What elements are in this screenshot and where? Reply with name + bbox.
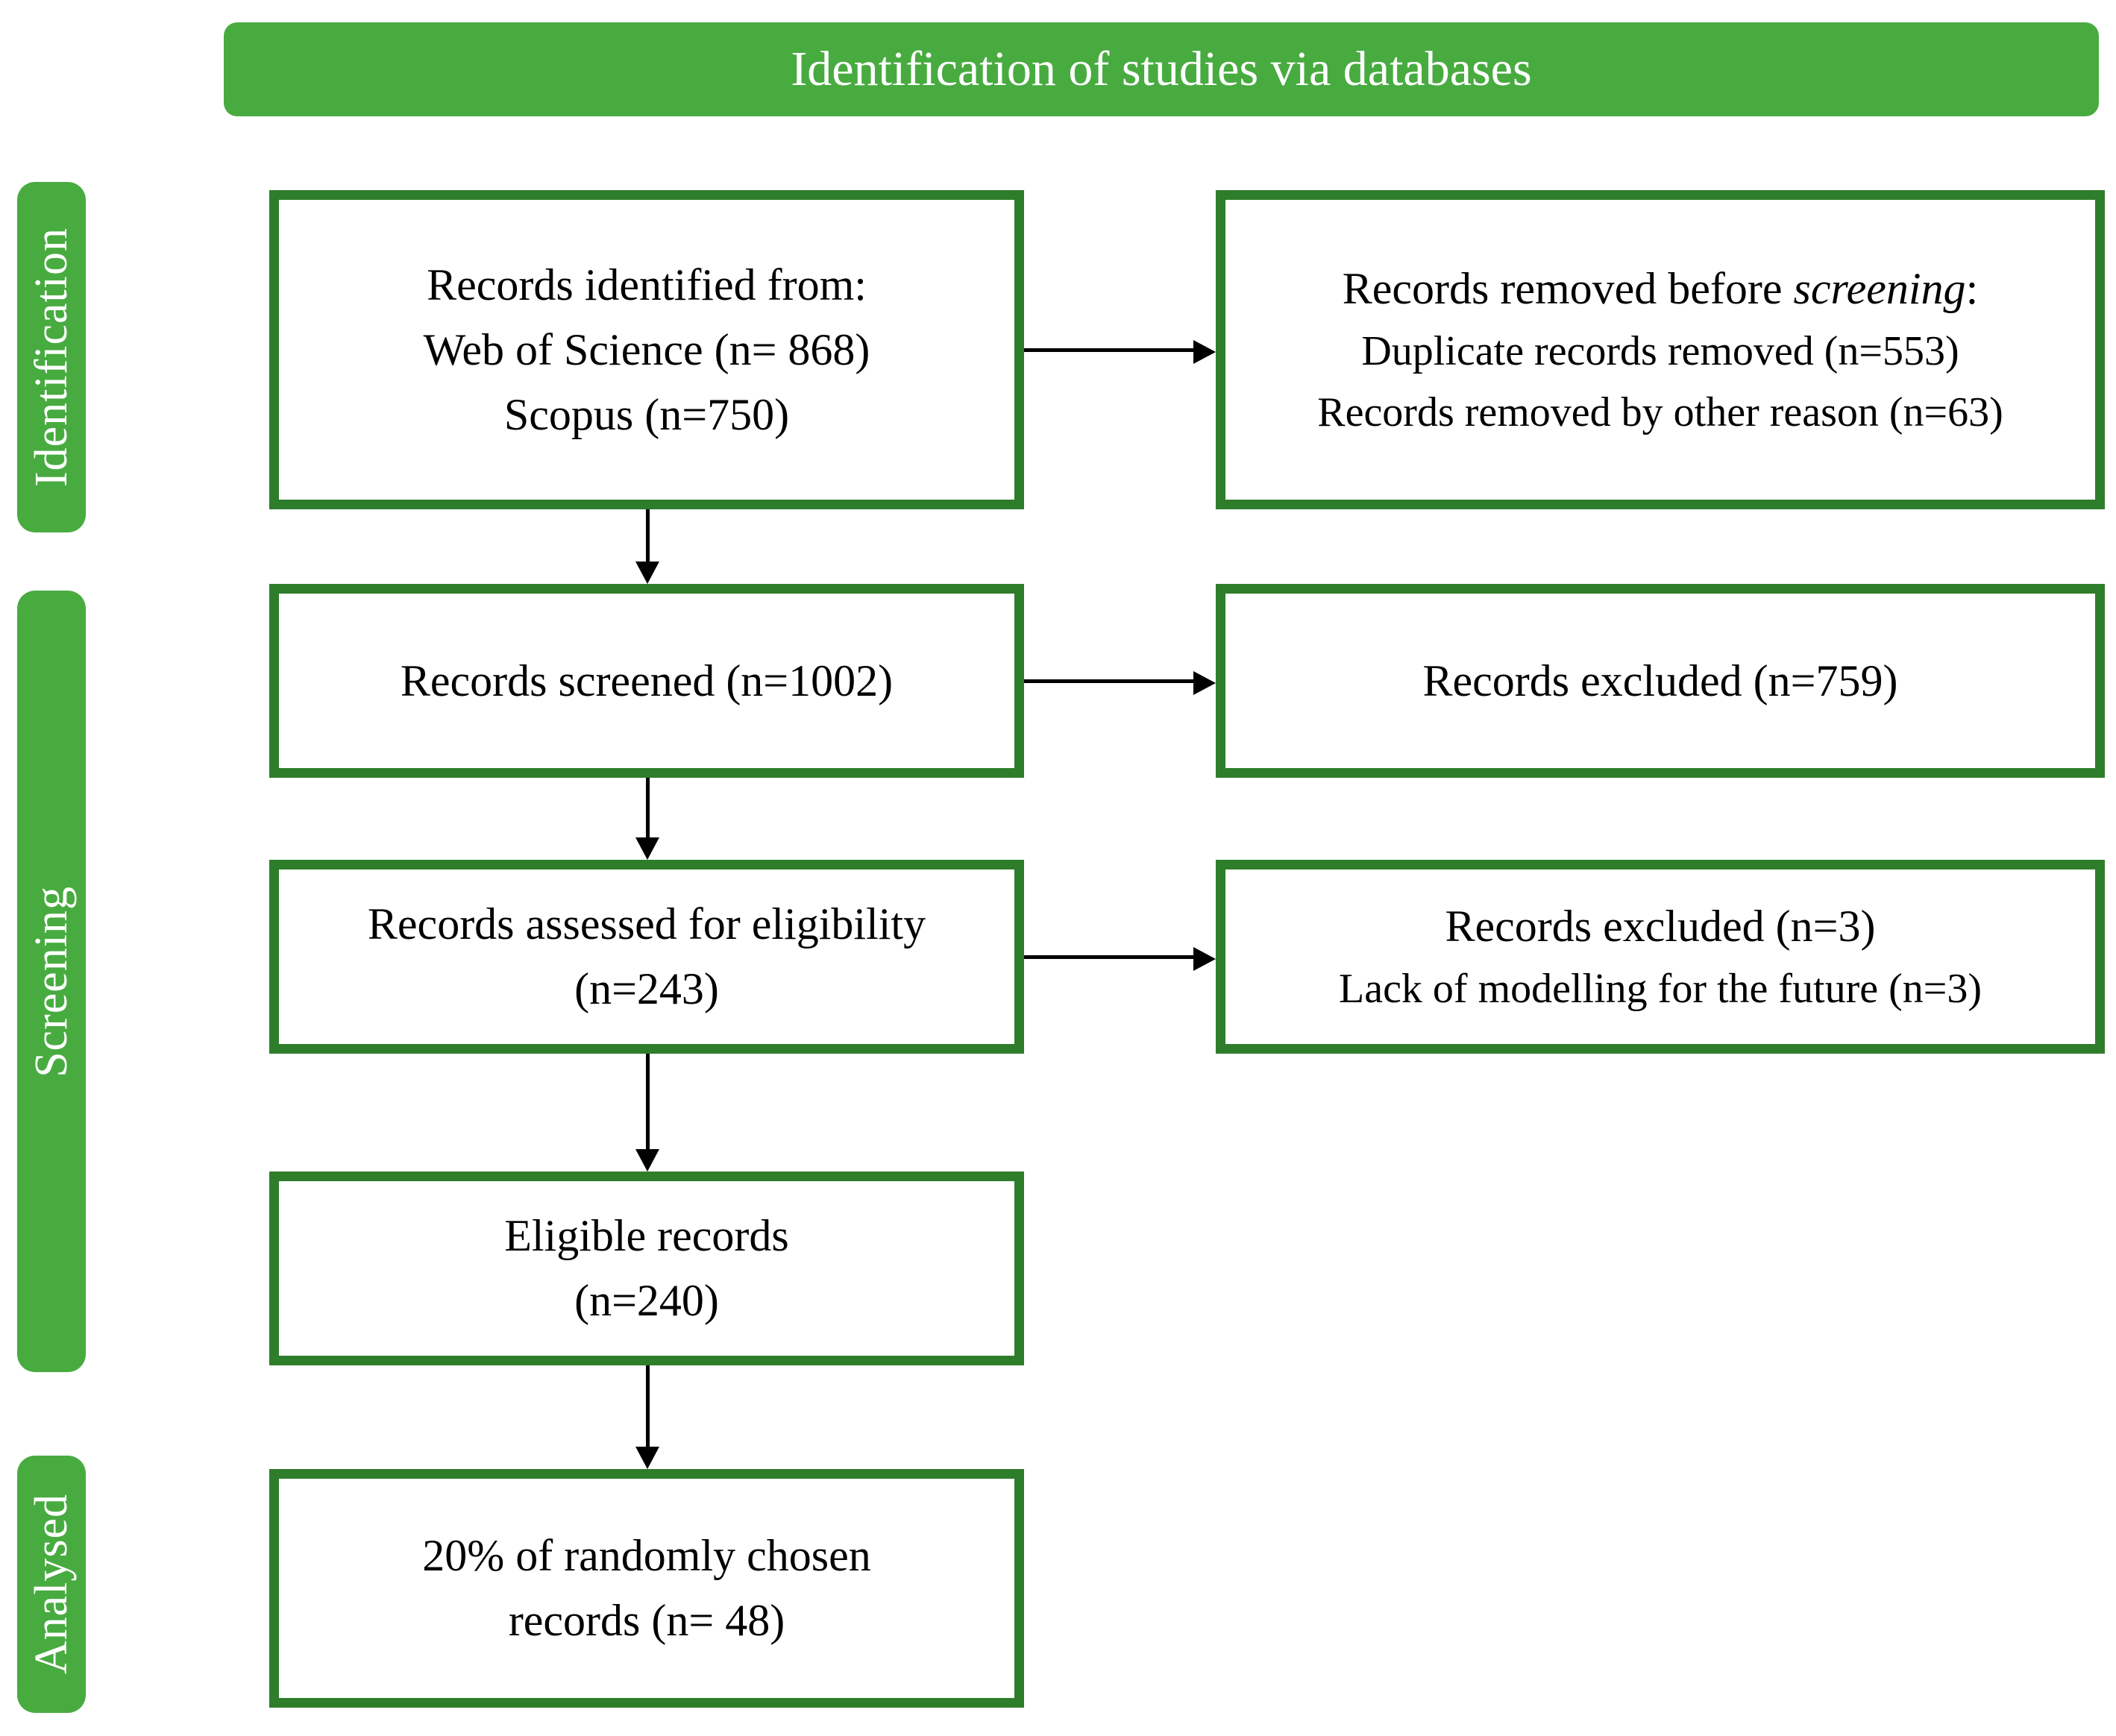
arrow-identified-to-removed-head (1193, 340, 1216, 364)
box-records-removed-line-2: Duplicate records removed (n=553) (1361, 328, 1959, 375)
arrow-assessed-to-eligible-head (635, 1149, 659, 1172)
box-records-excluded-eligibility: Records excluded (n=3) Lack of modelling… (1216, 860, 2105, 1054)
stage-label-identification: Identification (17, 182, 86, 532)
box-records-identified-line-3: Scopus (n=750) (503, 389, 790, 439)
box-records-assessed-line-2: (n=243) (574, 964, 719, 1013)
arrow-assessed-to-excluded-head (1193, 947, 1216, 971)
arrow-screened-to-excluded-head (1193, 671, 1216, 695)
stage-label-screening-text: Screening (25, 885, 77, 1078)
box-eligible-records-line-1: Eligible records (504, 1211, 789, 1260)
box-records-excluded-eligibility-line-1: Records excluded (n=3) (1445, 901, 1876, 951)
arrow-assessed-to-excluded-line (1024, 955, 1196, 959)
arrow-assessed-to-eligible-line (646, 1054, 650, 1151)
box-records-excluded-screening-line-1: Records excluded (n=759) (1422, 655, 1898, 705)
box-records-removed-line-1: Records removed before screening: (1343, 257, 1978, 321)
box-records-identified: Records identified from: Web of Science … (269, 190, 1024, 509)
box-records-assessed-line-1: Records assessed for eligibility (367, 899, 926, 949)
stage-label-analysed-text: Analysed (25, 1494, 77, 1675)
removed-line-suffix: : (1965, 264, 1979, 314)
arrow-eligible-to-analysed-line (646, 1365, 650, 1448)
diagram-title: Identification of studies via databases (791, 42, 1532, 96)
box-records-removed-line-3: Records removed by other reason (n=63) (1317, 389, 2003, 435)
arrow-screened-to-assessed-head (635, 837, 659, 860)
header-banner: Identification of studies via databases (224, 22, 2099, 116)
box-analysed-records: 20% of randomly chosen records (n= 48) (269, 1469, 1024, 1708)
arrow-identified-to-screened-head (635, 562, 659, 584)
box-records-assessed: Records assessed for eligibility (n=243) (269, 860, 1024, 1054)
box-records-excluded-eligibility-line-2: Lack of modelling for the future (n=3) (1339, 965, 1982, 1012)
arrow-identified-to-screened-line (646, 509, 650, 563)
box-records-screened: Records screened (n=1002) (269, 584, 1024, 778)
arrow-screened-to-assessed-line (646, 778, 650, 839)
arrow-screened-to-excluded-line (1024, 679, 1196, 683)
box-records-removed: Records removed before screening: Duplic… (1216, 190, 2105, 509)
stage-label-analysed: Analysed (17, 1456, 86, 1713)
box-analysed-records-line-1: 20% of randomly chosen (422, 1531, 871, 1580)
removed-line-prefix: Records removed before (1342, 264, 1794, 314)
stage-label-screening: Screening (17, 591, 86, 1372)
box-records-identified-line-2: Web of Science (n= 868) (423, 324, 870, 374)
box-records-excluded-screening: Records excluded (n=759) (1216, 584, 2105, 778)
box-eligible-records-line-2: (n=240) (574, 1276, 719, 1325)
removed-line-italic: screening (1793, 264, 1966, 314)
box-records-identified-line-1: Records identified from: (427, 260, 867, 309)
box-eligible-records: Eligible records (n=240) (269, 1172, 1024, 1365)
stage-label-identification-text: Identification (25, 227, 77, 487)
arrow-identified-to-removed-line (1024, 348, 1196, 352)
arrow-eligible-to-analysed-head (635, 1447, 659, 1469)
box-analysed-records-line-2: records (n= 48) (508, 1596, 785, 1645)
box-records-screened-line-1: Records screened (n=1002) (400, 655, 894, 705)
